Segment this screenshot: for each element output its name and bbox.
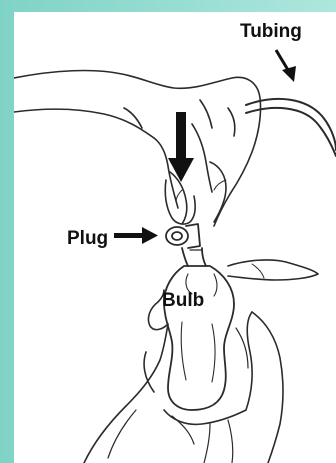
- tubing-label: Tubing: [240, 21, 302, 43]
- bulb-label: Bulb: [162, 290, 204, 312]
- plug-and-nozzle: [166, 224, 206, 266]
- plug-label: Plug: [67, 228, 108, 250]
- tubing-arrow: [276, 50, 296, 82]
- hand-squeezing-bulb-illustration: [14, 12, 336, 463]
- bottom-hand: [84, 290, 283, 463]
- bulb-shape: [164, 266, 234, 410]
- top-hand: [14, 71, 261, 226]
- cap-tab: [228, 260, 318, 280]
- illustration-panel: Tubing Plug Bulb: [14, 12, 336, 463]
- down-arrow: [168, 112, 194, 182]
- plug-arrow: [114, 227, 158, 244]
